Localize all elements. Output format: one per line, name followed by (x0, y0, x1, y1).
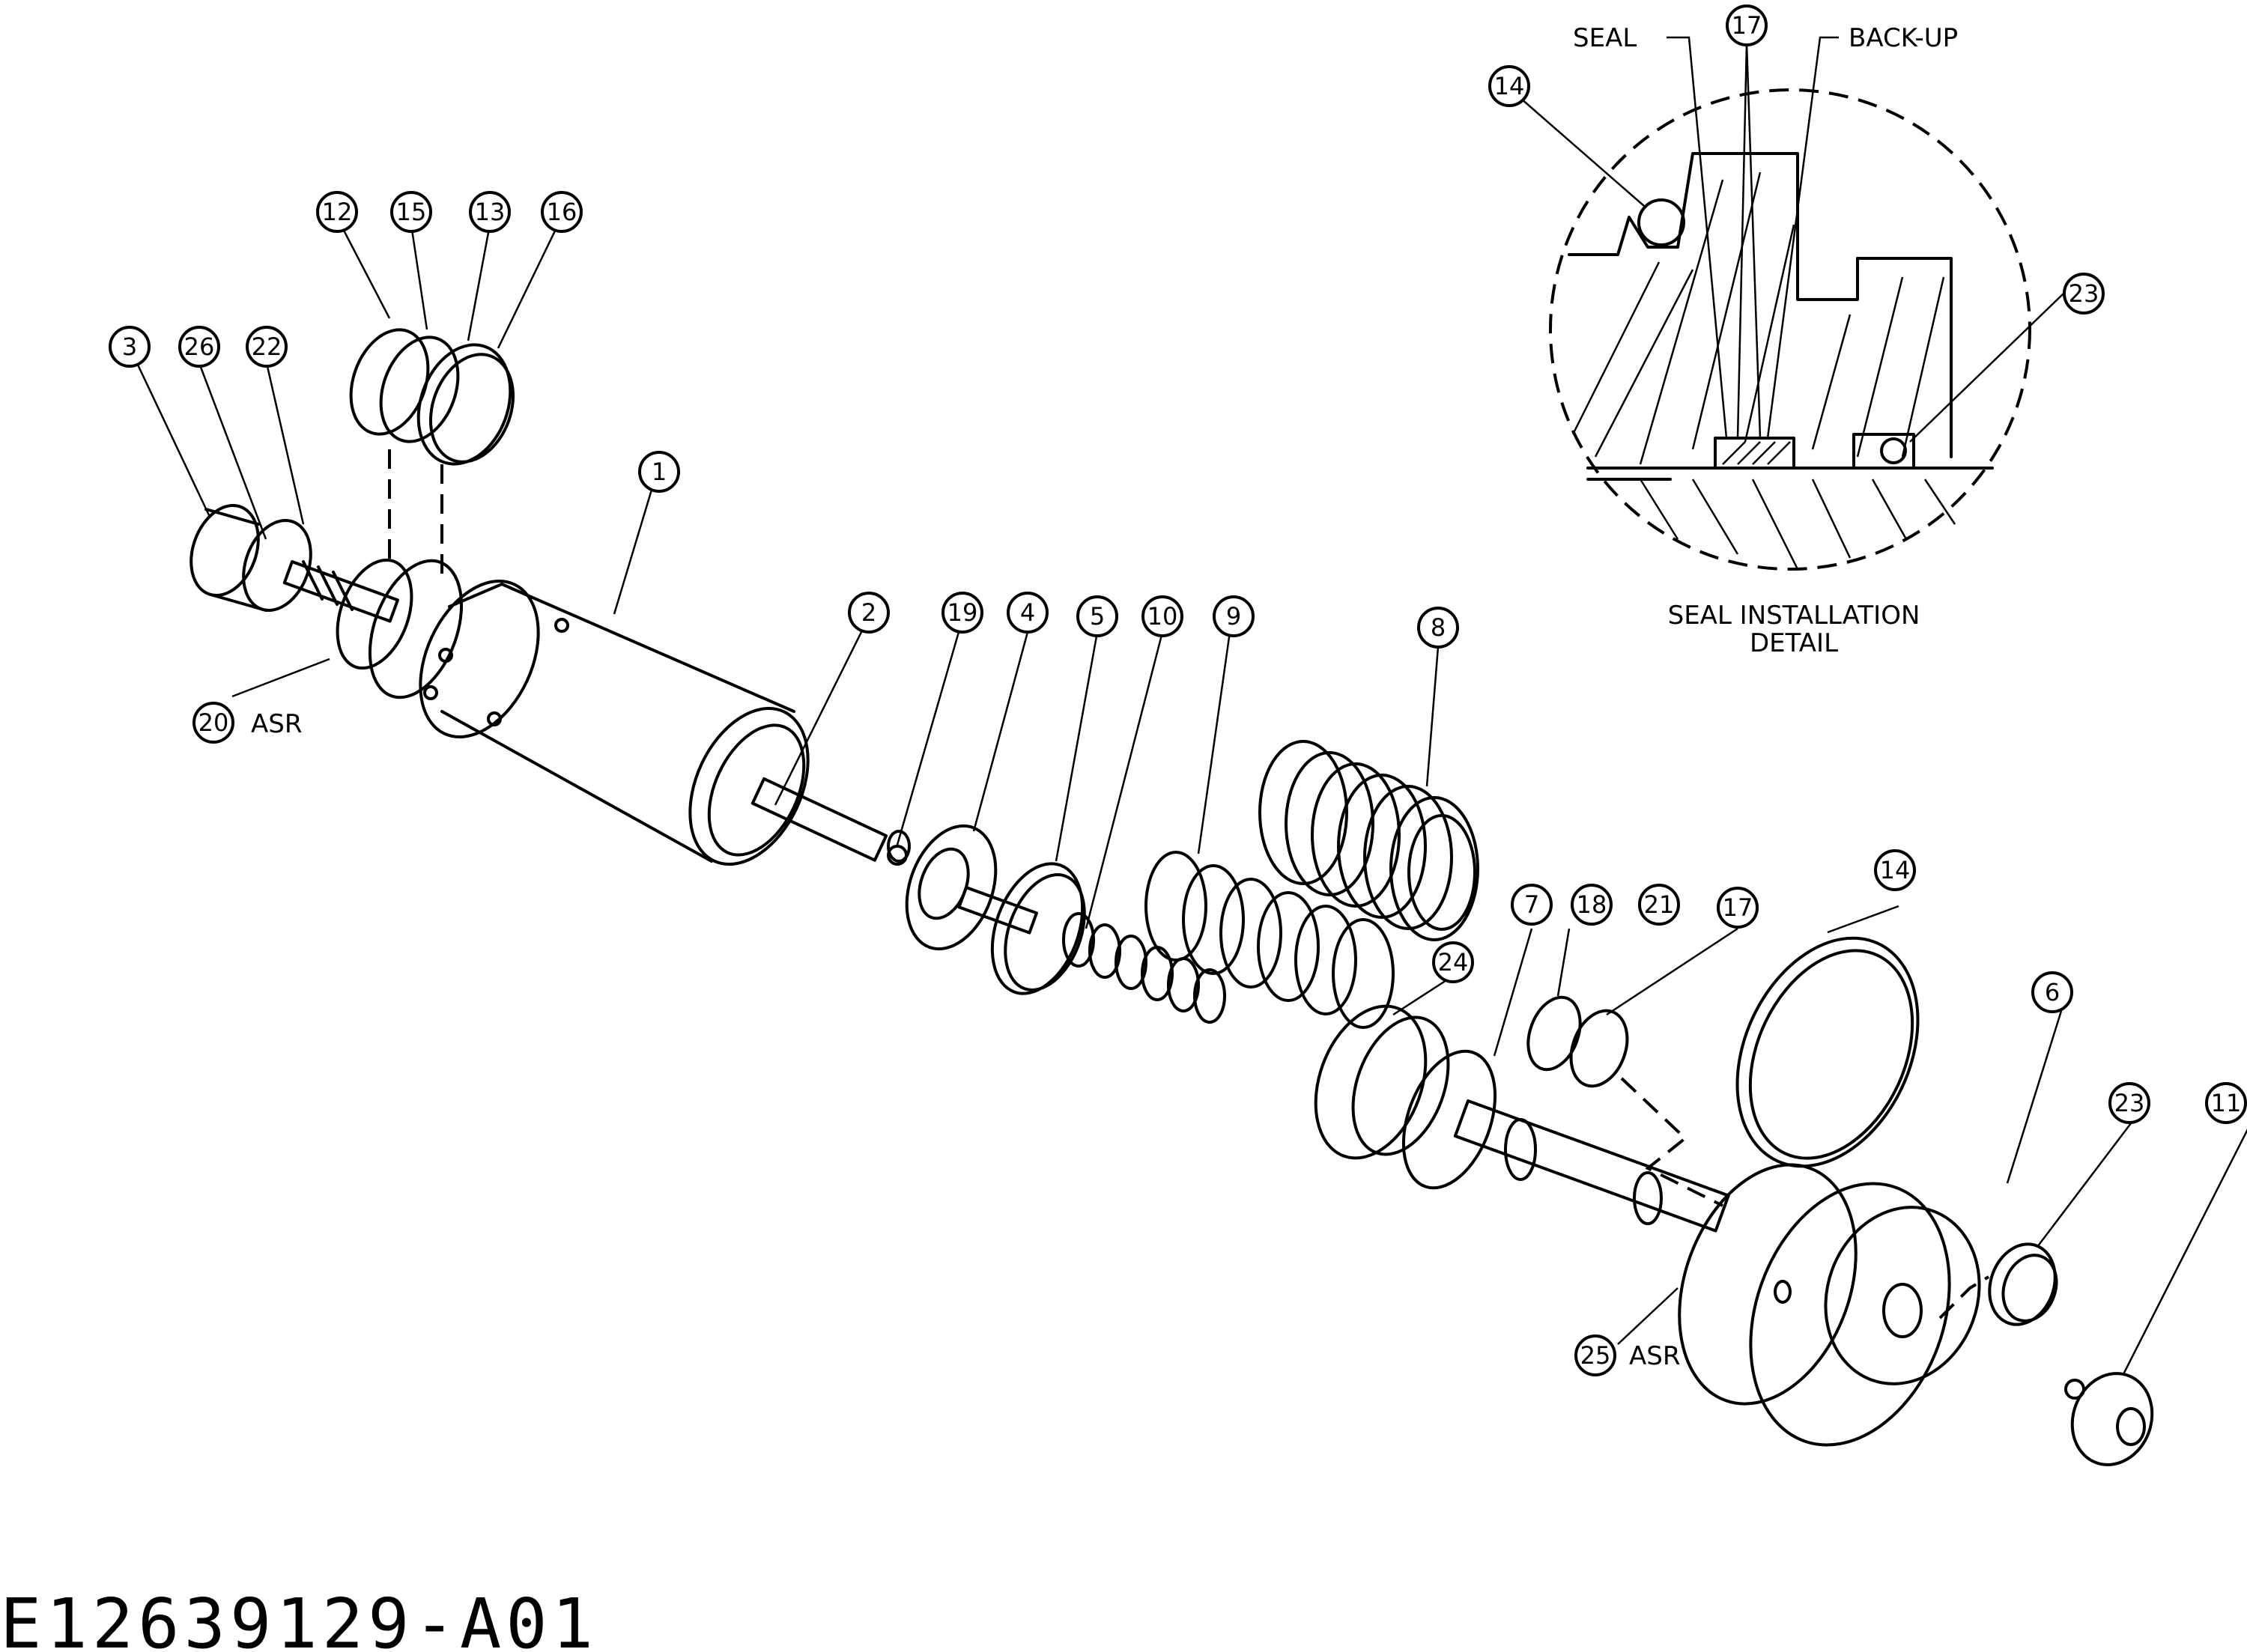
detail-title-line2: DETAIL (1750, 628, 1838, 658)
svg-text:11: 11 (2211, 1089, 2242, 1117)
detail-title-line1: SEAL INSTALLATION (1668, 601, 1920, 631)
part-8-spring (1258, 740, 1479, 941)
callout-23: 23 (2108, 1082, 2150, 1124)
callout-7: 7 (1511, 884, 1553, 926)
callout-24: 24 (1432, 941, 1474, 983)
callout-16: 16 (541, 191, 583, 233)
svg-text:9: 9 (1226, 602, 1241, 631)
part-1-body (419, 580, 810, 866)
part-4-washer (905, 824, 1038, 951)
svg-text:17: 17 (1732, 11, 1762, 40)
part-19-ball (887, 845, 908, 866)
callout-1: 1 (638, 451, 680, 493)
svg-text:13: 13 (475, 198, 506, 226)
svg-text:23: 23 (2069, 279, 2099, 308)
callout-18: 18 (1571, 884, 1613, 926)
svg-text:4: 4 (1020, 598, 1035, 627)
assembly-drawing: 1 2 3 26 22 12 15 13 16 20 ASR 19 4 5 10… (109, 191, 2247, 1466)
callout-20: 20 (192, 702, 234, 744)
svg-text:16: 16 (547, 198, 577, 226)
part-18-ring (1526, 995, 1582, 1072)
part-7-stem (1401, 1049, 1730, 1233)
svg-text:1: 1 (652, 458, 667, 486)
svg-text:20: 20 (198, 708, 229, 737)
svg-text:18: 18 (1577, 890, 1607, 919)
svg-text:15: 15 (396, 198, 427, 226)
svg-text:7: 7 (1524, 890, 1539, 919)
part-20-shaft (282, 558, 464, 699)
svg-text:22: 22 (252, 332, 282, 361)
svg-text:17: 17 (1723, 893, 1753, 922)
svg-text:25: 25 (1580, 1341, 1611, 1370)
callout-25: 25 (1574, 1334, 1616, 1376)
callout-5: 5 (1076, 595, 1118, 637)
svg-text:14: 14 (1880, 856, 1911, 884)
svg-text:12: 12 (322, 198, 353, 226)
svg-text:10: 10 (1147, 602, 1178, 631)
part-2-shaft (750, 777, 911, 863)
callout-20-suffix: ASR (251, 709, 302, 739)
svg-text:26: 26 (184, 332, 215, 361)
callout-15: 15 (390, 191, 432, 233)
leader-lines (136, 224, 2247, 1375)
backup-label: BACK-UP (1849, 23, 1958, 53)
svg-text:2: 2 (861, 598, 876, 627)
callout-10: 10 (1141, 595, 1183, 637)
callout-4: 4 (1007, 592, 1049, 634)
detail-callout-23: 23 (2063, 273, 2105, 315)
callout-25-suffix: ASR (1629, 1341, 1680, 1371)
svg-text:19: 19 (947, 598, 978, 627)
part-5-retainer (990, 862, 1085, 995)
callout-19: 19 (941, 592, 983, 634)
seal-rings-group (349, 328, 515, 577)
detail-callout-14: 14 (1488, 65, 1530, 107)
callout-26: 26 (178, 326, 220, 368)
svg-text:8: 8 (1431, 613, 1446, 642)
part-11-nut (2064, 1372, 2154, 1466)
part-6-end-cap (1678, 1163, 1981, 1447)
callout-2: 2 (848, 592, 890, 634)
part-23-seal (1988, 1242, 2057, 1326)
callout-3: 3 (109, 326, 151, 368)
callout-12: 12 (316, 191, 358, 233)
svg-text:23: 23 (2114, 1089, 2145, 1117)
part-14-oring (1735, 936, 1920, 1168)
callout-14: 14 (1874, 849, 1916, 891)
svg-text:6: 6 (2045, 978, 2060, 1006)
part-3-cap (189, 503, 312, 613)
callout-21: 21 (1638, 884, 1680, 926)
callout-8: 8 (1417, 607, 1459, 649)
svg-text:3: 3 (122, 332, 137, 361)
callout-9: 9 (1213, 595, 1255, 637)
part-9-spring (1144, 851, 1395, 1029)
callout-13: 13 (469, 191, 511, 233)
detail-callout-17: 17 (1726, 4, 1768, 46)
callout-11: 11 (2205, 1082, 2247, 1124)
callout-17: 17 (1717, 887, 1759, 929)
svg-text:24: 24 (1438, 948, 1469, 977)
callout-6: 6 (2031, 971, 2073, 1013)
drawing-number: E12639129-A01 (0, 1584, 598, 1652)
seal-label: SEAL (1573, 23, 1637, 53)
svg-text:5: 5 (1090, 602, 1105, 631)
seal-installation-detail: SEAL BACK-UP SEAL INSTALLATION DETAIL 17… (1488, 4, 2105, 658)
callout-22: 22 (246, 326, 288, 368)
part-24-piston (1314, 1004, 1450, 1160)
svg-text:21: 21 (1644, 890, 1675, 919)
svg-text:14: 14 (1494, 72, 1525, 100)
